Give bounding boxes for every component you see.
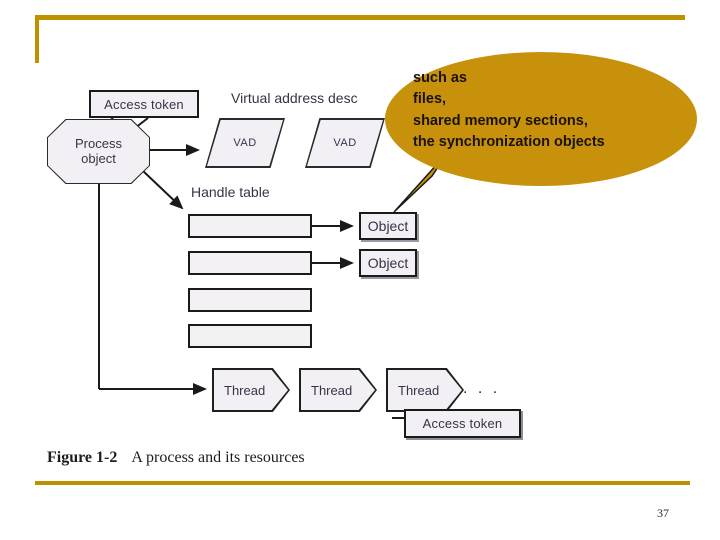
object-box: Object xyxy=(359,212,417,240)
handle-table-row xyxy=(188,288,312,312)
callout-line-2: files, xyxy=(413,91,447,108)
bottom-accent-rule xyxy=(35,481,690,485)
handle-table-row xyxy=(188,251,312,275)
virtual-address-descriptors-label: Virtual address desc xyxy=(231,90,358,106)
vad-node-1: VAD xyxy=(207,120,283,166)
process-object-node: Process object xyxy=(48,120,149,183)
thread-node: Thread xyxy=(214,370,288,410)
thread-label: Thread xyxy=(224,382,266,398)
thread-label: Thread xyxy=(311,382,353,398)
left-accent-rule xyxy=(35,15,39,63)
thread-label: Thread xyxy=(398,382,440,398)
callout-line-1: such as xyxy=(413,70,467,86)
callout-line-3: shared memory sections, xyxy=(413,112,588,129)
object-box: Object xyxy=(359,249,417,277)
process-object-line-2: object xyxy=(81,150,116,166)
access-token-box-thread: Access token xyxy=(404,409,521,438)
access-token-label: Access token xyxy=(422,416,503,431)
process-object-line-1: Process xyxy=(75,135,122,151)
top-accent-rule xyxy=(35,15,685,20)
handle-table-row xyxy=(188,214,312,238)
vad-label-1: VAD xyxy=(233,137,257,149)
object-label: Object xyxy=(367,255,409,271)
access-token-box-process: Access token xyxy=(89,90,199,118)
handle-table-row xyxy=(188,324,312,348)
object-label: Object xyxy=(367,218,409,234)
vad-label-2: VAD xyxy=(333,137,357,149)
thread-node: Thread xyxy=(388,370,462,410)
figure-caption-number: Figure 1-2 xyxy=(47,449,118,466)
thread-ellipsis-label: . . . xyxy=(463,380,501,397)
callout-text: such as files, shared memory sections, t… xyxy=(413,68,678,154)
callout-line-4: the synchronization objects xyxy=(413,134,605,151)
thread-node: Thread xyxy=(301,370,375,410)
access-token-label: Access token xyxy=(104,96,184,112)
callout-bubble xyxy=(385,52,697,186)
handle-table-label: Handle table xyxy=(191,184,270,200)
figure-caption: Figure 1-2 A process and its resources xyxy=(47,449,305,467)
page-number: 37 xyxy=(657,506,669,520)
figure-caption-text: A process and its resources xyxy=(131,449,305,466)
vad-node-2: VAD xyxy=(307,120,383,166)
